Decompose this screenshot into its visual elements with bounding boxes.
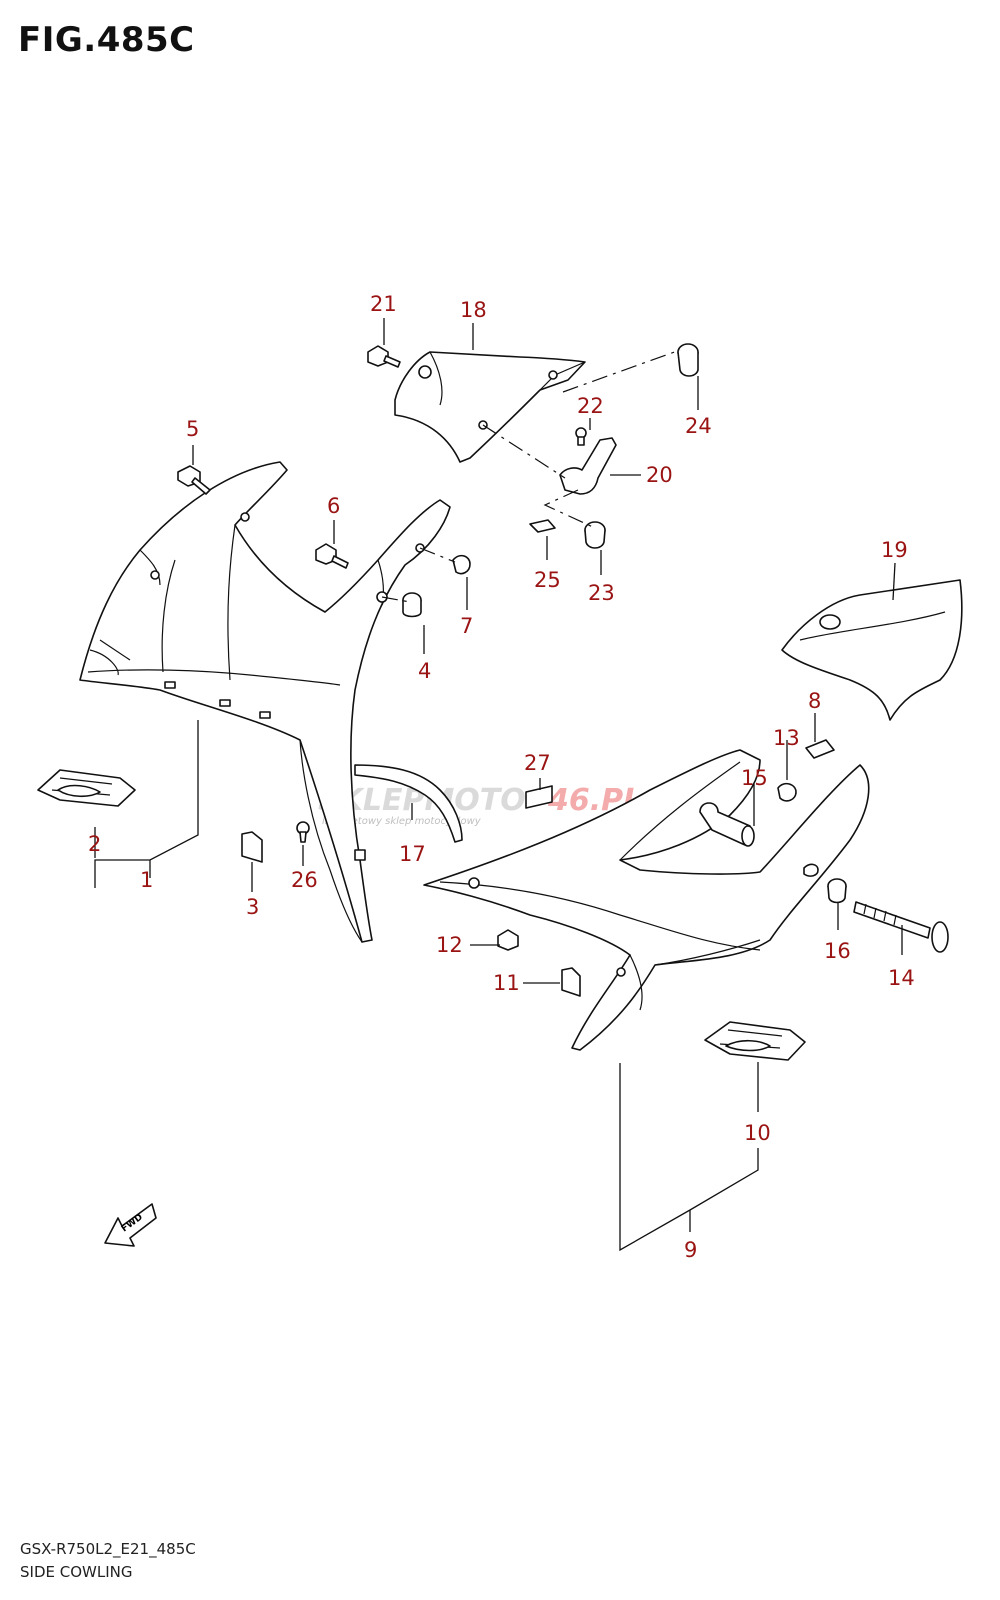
inner-panel-18 [394, 351, 586, 463]
part-12-screw [497, 929, 519, 951]
part-3-block [241, 831, 263, 863]
install-line-23 [543, 489, 596, 529]
callout-5: 5 [186, 417, 199, 441]
callout-2: 2 [88, 832, 101, 856]
callout-3: 3 [246, 895, 259, 919]
callout-12: 12 [436, 933, 463, 957]
decal-left [37, 769, 136, 807]
side-cowling-lower [423, 749, 870, 1051]
callout-labels: 1 2 3 4 5 6 7 8 9 10 11 12 13 14 15 16 1… [88, 292, 915, 1262]
part-25-pad [529, 519, 556, 533]
callout-26: 26 [291, 868, 318, 892]
callout-10: 10 [744, 1121, 771, 1145]
callout-24: 24 [685, 414, 712, 438]
part-23-grommet [584, 521, 606, 549]
callout-20: 20 [646, 463, 673, 487]
install-line-7 [419, 547, 456, 563]
callout-7: 7 [460, 614, 473, 638]
air-scoop-19 [781, 579, 963, 721]
part-4-grommet [402, 592, 422, 618]
part-17-strip [354, 764, 463, 843]
callout-27: 27 [524, 751, 551, 775]
part-5-screw [177, 465, 211, 495]
callout-1: 1 [140, 868, 153, 892]
callout-23: 23 [588, 581, 615, 605]
part-20-bracket [559, 437, 617, 495]
side-cowling-upper [79, 461, 451, 943]
watermark-tagline: internetowy sklep motocyklowy [322, 816, 482, 827]
callout-25: 25 [534, 568, 561, 592]
callout-18: 18 [460, 298, 487, 322]
part-15-spacer [699, 802, 755, 847]
part-7-nut [452, 554, 471, 575]
install-line-24 [562, 349, 681, 393]
callout-15: 15 [741, 766, 768, 790]
callout-13: 13 [773, 726, 800, 750]
callout-9: 9 [684, 1238, 697, 1262]
callout-8: 8 [808, 689, 821, 713]
section-name: SIDE COWLING [20, 1563, 133, 1581]
part-21-screw [367, 345, 401, 368]
callout-17: 17 [399, 842, 426, 866]
install-line-4 [381, 596, 411, 603]
callout-14: 14 [888, 966, 915, 990]
part-24-grommet [677, 343, 699, 377]
part-26-clip [296, 821, 310, 843]
part-8-pad [805, 739, 835, 759]
part-14-bolt [853, 901, 949, 953]
decal-right [704, 1021, 806, 1061]
part-11-block [561, 967, 581, 997]
callout-11: 11 [493, 971, 520, 995]
leader-lines [94, 318, 903, 1252]
callout-6: 6 [327, 494, 340, 518]
part-6-screw [315, 543, 349, 569]
callout-16: 16 [824, 939, 851, 963]
callout-19: 19 [881, 538, 908, 562]
callout-4: 4 [418, 659, 431, 683]
callout-22: 22 [577, 394, 604, 418]
model-code: GSX-R750L2_E21_485C [20, 1540, 196, 1558]
figure-title: FIG.485C [18, 20, 195, 60]
callout-21: 21 [370, 292, 397, 316]
install-line-20 [482, 424, 566, 479]
part-22-screw [575, 427, 587, 446]
part-16-collar [827, 878, 847, 904]
part-13-nut [777, 782, 797, 802]
part-27-pad [525, 785, 553, 809]
fwd-arrow-icon: FWD [104, 1203, 157, 1247]
